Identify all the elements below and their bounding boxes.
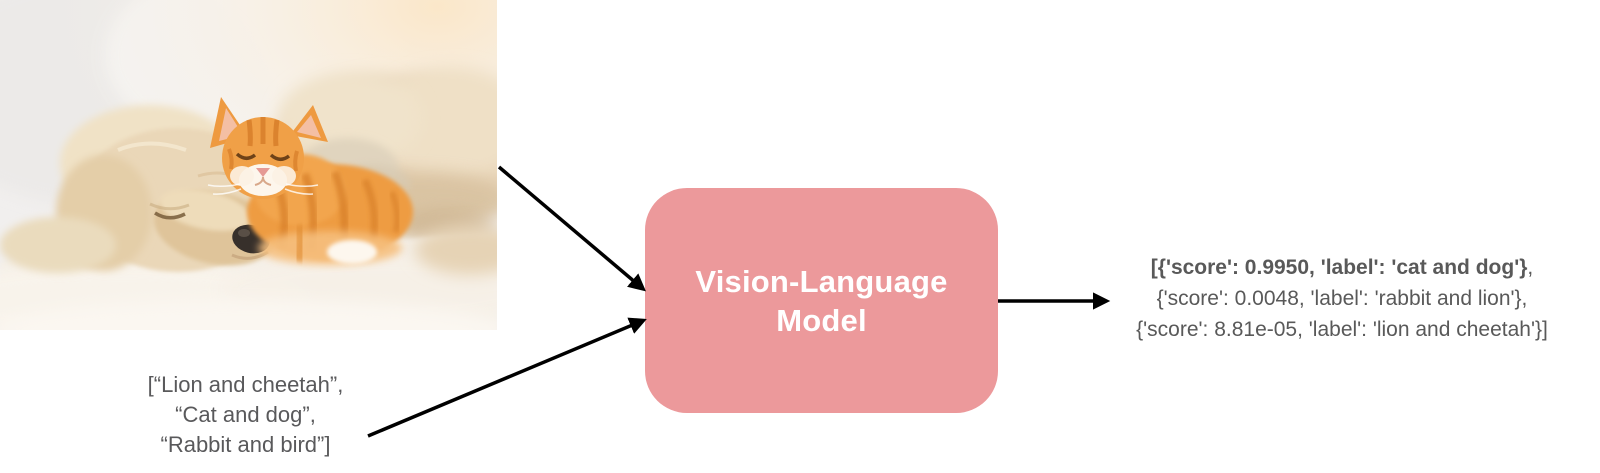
model-box: Vision-Language Model <box>645 188 998 413</box>
pets-photo-illustration <box>0 0 497 330</box>
candidate-labels-text: [“Lion and cheetah”, “Cat and dog”, “Rab… <box>103 370 388 460</box>
output-line-1: [{'score': 0.9950, 'label': 'cat and dog… <box>1078 252 1600 283</box>
puppy-body-blurred <box>270 67 497 242</box>
output-line-1-bold: [{'score': 0.9950, 'label': 'cat and dog… <box>1150 256 1528 279</box>
puppy-rear-leg <box>415 225 497 275</box>
output-line-3: {'score': 8.81e-05, 'label': 'lion and c… <box>1136 318 1548 341</box>
output-text: [{'score': 0.9950, 'label': 'cat and dog… <box>1078 252 1600 345</box>
candidate-label-line-2: “Cat and dog”, <box>175 402 316 427</box>
kitten-closed-eye-right <box>269 153 291 161</box>
arrow-labels-to-model <box>367 317 647 438</box>
kitten-paw <box>327 240 377 264</box>
candidate-label-line-3: “Rabbit and bird”] <box>160 432 331 457</box>
model-box-label-line-1: Vision-Language <box>695 263 948 299</box>
model-box-label-line-2: Model <box>776 302 867 338</box>
kitten-closed-eye-left <box>235 152 257 160</box>
pets-photo <box>0 0 497 330</box>
puppy-closed-eye <box>154 211 186 220</box>
output-line-2: {'score': 0.0048, 'label': 'rabbit and l… <box>1156 287 1528 310</box>
kitten-head <box>207 97 328 199</box>
arrow-image-to-model <box>497 165 647 292</box>
candidate-label-line-1: [“Lion and cheetah”, <box>147 372 344 397</box>
kitten-body <box>247 154 413 265</box>
output-line-1-tail: , <box>1527 256 1534 279</box>
kitten-nose <box>256 168 270 177</box>
model-box-label: Vision-Language Model <box>695 262 947 340</box>
